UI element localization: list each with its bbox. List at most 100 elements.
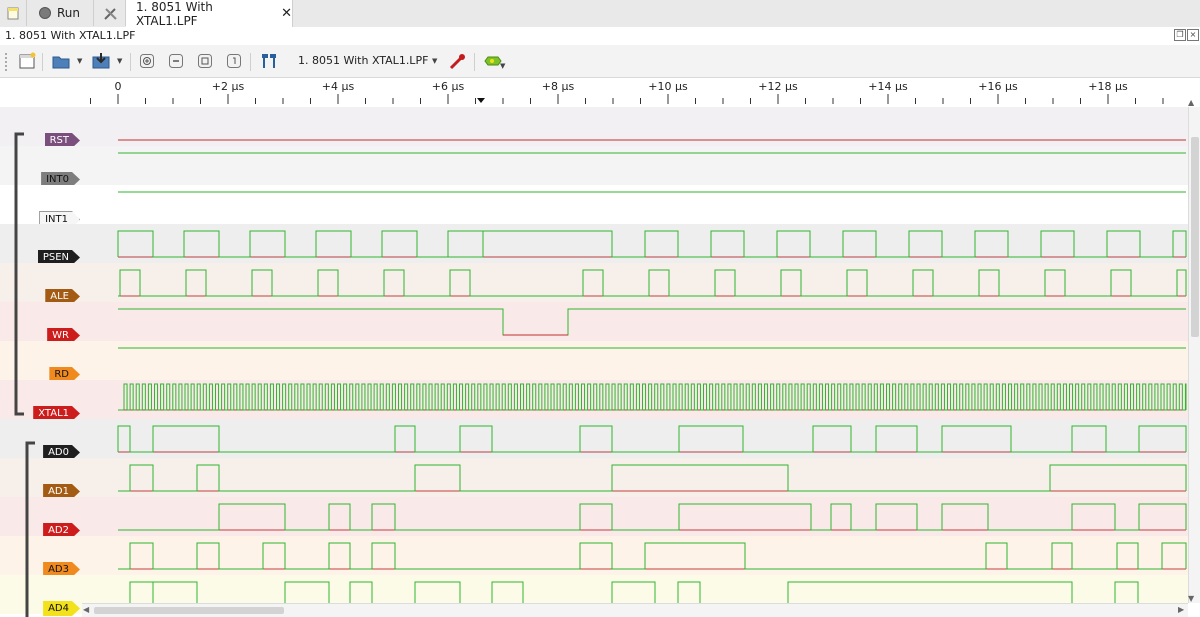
waveform-trace bbox=[118, 503, 1187, 531]
ruler-label: +10 µs bbox=[648, 80, 688, 93]
zoom-fit-icon bbox=[198, 54, 212, 68]
scroll-right-icon[interactable]: ▶ bbox=[1178, 605, 1185, 614]
waveform-ad3 bbox=[118, 542, 1187, 570]
signal-row-int1[interactable]: INT1 bbox=[0, 185, 1188, 224]
zoom-in-icon bbox=[140, 54, 154, 68]
waveform-trace bbox=[118, 269, 1187, 297]
signal-label-ad2[interactable]: AD2 bbox=[43, 523, 80, 538]
time-ruler[interactable]: 0 +2 µs +4 µs +6 µs +8 µs +10 µs +12 µs … bbox=[82, 78, 1188, 106]
waveform-xtal1 bbox=[118, 383, 1187, 411]
vertical-scroll-thumb[interactable] bbox=[1191, 137, 1199, 337]
close-icon[interactable]: × bbox=[1187, 29, 1199, 41]
ruler-label: +16 µs bbox=[978, 80, 1018, 93]
open-button[interactable] bbox=[50, 50, 72, 72]
scroll-left-icon[interactable]: ◀ bbox=[83, 605, 90, 614]
signal-row-int0[interactable]: INT0 bbox=[0, 146, 1188, 185]
waveform-psen bbox=[117, 230, 1187, 258]
zoom-out-button[interactable] bbox=[165, 50, 187, 72]
group-brackets bbox=[14, 132, 35, 617]
probe-button[interactable] bbox=[446, 50, 468, 72]
decoder-icon bbox=[484, 56, 502, 66]
signal-label-int0[interactable]: INT0 bbox=[41, 172, 80, 187]
decoder-button[interactable] bbox=[482, 50, 504, 72]
cursors-button[interactable] bbox=[258, 50, 280, 72]
ruler-label: +2 µs bbox=[211, 80, 245, 93]
signal-label-ad3[interactable]: AD3 bbox=[43, 562, 80, 577]
close-tab-icon[interactable]: ✕ bbox=[281, 6, 292, 21]
restore-icon[interactable]: ❐ bbox=[1174, 29, 1186, 41]
document-title-row: 1. 8051 With XTAL1.LPF bbox=[0, 27, 1200, 44]
waveform-trace bbox=[118, 464, 1187, 492]
ruler-label: +12 µs bbox=[758, 80, 798, 93]
save-button[interactable] bbox=[90, 50, 112, 72]
tab-document-label: 1. 8051 With XTAL1.LPF bbox=[136, 0, 213, 28]
signal-row-ad2[interactable]: AD2 bbox=[0, 497, 1188, 536]
tab-tools[interactable] bbox=[95, 0, 126, 26]
signal-label-rd[interactable]: RD bbox=[49, 367, 80, 382]
ruler-label: 0 bbox=[114, 80, 122, 93]
new-button[interactable] bbox=[16, 50, 38, 72]
toolbar-separator bbox=[130, 53, 131, 71]
scroll-up-icon[interactable]: ▲ bbox=[1188, 98, 1195, 107]
signal-label-xtal1[interactable]: XTAL1 bbox=[33, 406, 80, 421]
toolbar: ▼ ▼ 1. 8051 With XTAL1.LPF ▼ ▼ bbox=[0, 45, 1200, 78]
ruler-label: +8 µs bbox=[541, 80, 575, 93]
waveform-rd bbox=[118, 347, 1186, 349]
tab-bar: Run 1. 8051 With XTAL1.LPF ✕ bbox=[0, 0, 1200, 28]
record-icon bbox=[39, 7, 51, 19]
document-icon bbox=[7, 7, 19, 19]
ruler-label: +14 µs bbox=[868, 80, 908, 93]
signal-label-ad1[interactable]: AD1 bbox=[43, 484, 80, 499]
ruler-label: +6 µs bbox=[431, 80, 465, 93]
signal-label-psen[interactable]: PSEN bbox=[38, 250, 80, 265]
save-dropdown-icon[interactable]: ▼ bbox=[117, 57, 123, 65]
toolbar-separator bbox=[474, 53, 475, 71]
waveform-rst bbox=[118, 139, 1186, 141]
horizontal-scroll-thumb[interactable] bbox=[94, 607, 284, 614]
zoom-fit-button[interactable] bbox=[194, 50, 216, 72]
decoder-dropdown-icon[interactable]: ▼ bbox=[500, 62, 506, 70]
tab-new-document[interactable] bbox=[0, 0, 27, 26]
open-dropdown-icon[interactable]: ▼ bbox=[77, 57, 83, 65]
waveform-int1 bbox=[118, 191, 1186, 193]
zoom-in-button[interactable] bbox=[136, 50, 158, 72]
horizontal-scrollbar[interactable]: ◀ ▶ bbox=[82, 603, 1188, 617]
scroll-down-icon[interactable]: ▼ bbox=[1188, 594, 1195, 603]
signal-row-wr[interactable]: WR bbox=[0, 302, 1188, 341]
toolbar-grip bbox=[5, 53, 10, 71]
signal-row-ale[interactable]: ALE bbox=[0, 263, 1188, 302]
waveform-int0 bbox=[118, 152, 1186, 154]
signal-label-ad0[interactable]: AD0 bbox=[43, 445, 80, 460]
zoom-original-button[interactable] bbox=[223, 50, 245, 72]
folder-icon bbox=[52, 56, 70, 69]
file-combo-dropdown-icon[interactable]: ▼ bbox=[432, 57, 438, 65]
tab-run[interactable]: Run bbox=[28, 0, 94, 26]
waveform-ale bbox=[118, 269, 1187, 297]
signal-row-rst[interactable]: RST bbox=[0, 107, 1188, 146]
tab-run-label: Run bbox=[57, 6, 81, 20]
signal-row-ad0[interactable]: AD0 bbox=[0, 419, 1188, 458]
cursor-marker bbox=[477, 98, 485, 103]
new-file-icon bbox=[19, 52, 36, 69]
signal-label-ale[interactable]: ALE bbox=[45, 289, 80, 304]
signal-row-ad3[interactable]: AD3 bbox=[0, 536, 1188, 575]
file-combo[interactable]: 1. 8051 With XTAL1.LPF bbox=[298, 54, 429, 67]
group-bracket-control bbox=[14, 132, 24, 416]
ruler-label: +18 µs bbox=[1088, 80, 1128, 93]
signal-label-ad4[interactable]: AD4 bbox=[43, 601, 80, 616]
signal-label-rst[interactable]: RST bbox=[45, 133, 80, 148]
group-bracket-data bbox=[25, 441, 35, 617]
tab-document[interactable]: 1. 8051 With XTAL1.LPF ✕ bbox=[126, 0, 293, 28]
ruler-ticks bbox=[90, 94, 1164, 104]
document-title: 1. 8051 With XTAL1.LPF bbox=[5, 29, 136, 42]
signal-row-ad1[interactable]: AD1 bbox=[0, 458, 1188, 497]
waveform-trace bbox=[118, 383, 1187, 411]
signal-row-rd[interactable]: RD bbox=[0, 341, 1188, 380]
vertical-scrollbar[interactable] bbox=[1188, 107, 1200, 603]
signal-label-wr[interactable]: WR bbox=[47, 328, 80, 343]
probe-icon bbox=[449, 54, 465, 70]
waveform-trace bbox=[117, 230, 1187, 258]
signal-row-xtal1[interactable]: XTAL1 bbox=[0, 380, 1188, 419]
ruler-label: +4 µs bbox=[321, 80, 355, 93]
signal-row-psen[interactable]: PSEN bbox=[0, 224, 1188, 263]
